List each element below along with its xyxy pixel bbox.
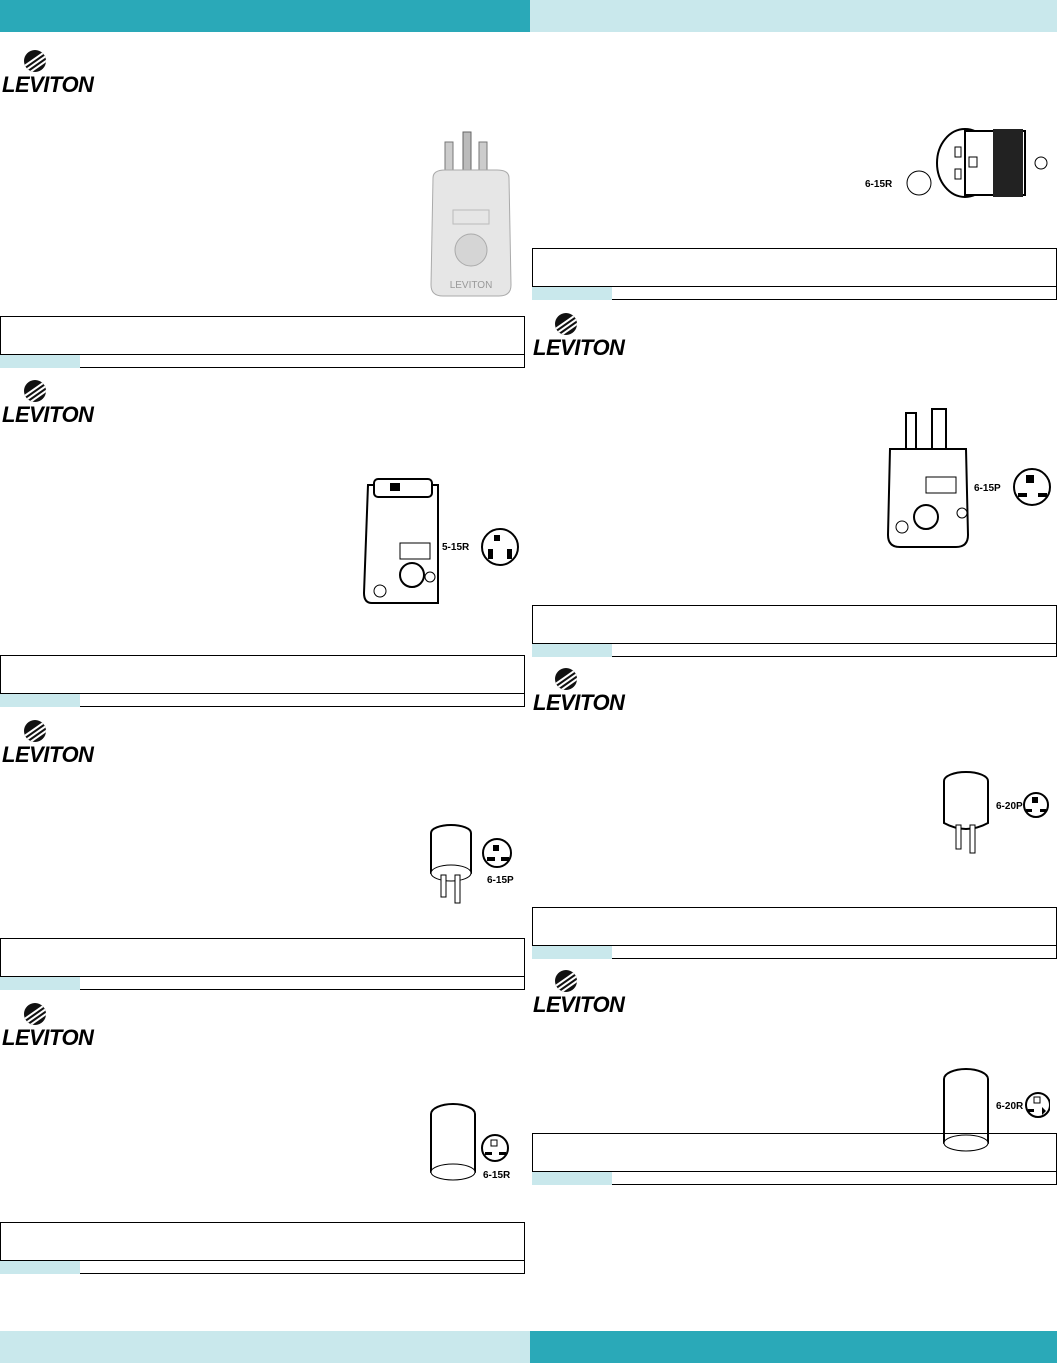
logo-mark-icon bbox=[555, 313, 577, 335]
header-band-right bbox=[530, 0, 1057, 32]
plug-hospital-grade-icon: LEVITON bbox=[430, 131, 512, 297]
svg-text:6-15R: 6-15R bbox=[483, 1170, 511, 1181]
logo-mark-icon bbox=[24, 50, 46, 72]
logo-mark-icon bbox=[555, 668, 577, 690]
svg-text:5-15R: 5-15R bbox=[442, 542, 470, 553]
leviton-logo: LEVITON bbox=[533, 668, 625, 718]
round-plug-icon: 6-20P bbox=[943, 771, 1049, 854]
round-connector-icon: 6-15R bbox=[430, 1103, 511, 1181]
spec-table bbox=[0, 1222, 525, 1274]
svg-text:6-20P: 6-20P bbox=[996, 801, 1023, 812]
svg-text:LEVITON: LEVITON bbox=[450, 280, 493, 291]
svg-text:6-15R: 6-15R bbox=[865, 179, 893, 190]
spec-table bbox=[0, 938, 525, 990]
leviton-logo: LEVITON bbox=[2, 1003, 94, 1053]
leviton-logo: LEVITON bbox=[2, 720, 94, 770]
leviton-logo: LEVITON bbox=[2, 50, 94, 100]
connector-icon: 5-15R bbox=[362, 478, 519, 604]
logo-mark-icon bbox=[24, 720, 46, 742]
logo-mark-icon bbox=[24, 380, 46, 402]
round-plug-icon: 6-15P bbox=[430, 824, 514, 904]
header-band-left bbox=[0, 0, 530, 32]
round-connector-icon: 6-20R bbox=[943, 1068, 1050, 1152]
armored-connector-icon: 6-15R bbox=[865, 128, 1048, 198]
spec-table bbox=[532, 605, 1057, 657]
leviton-logo: LEVITON bbox=[533, 313, 625, 363]
logo-mark-icon bbox=[24, 1003, 46, 1025]
leviton-logo: LEVITON bbox=[2, 380, 94, 430]
plug-icon: 6-15P bbox=[886, 408, 1051, 548]
svg-text:6-15P: 6-15P bbox=[487, 875, 514, 886]
spec-table bbox=[532, 907, 1057, 959]
spec-table bbox=[0, 316, 525, 368]
spec-table bbox=[532, 248, 1057, 300]
svg-text:6-20R: 6-20R bbox=[996, 1101, 1024, 1112]
spec-table bbox=[532, 1133, 1057, 1185]
footer-band-left bbox=[0, 1331, 530, 1363]
footer-band-right bbox=[530, 1331, 1057, 1363]
spec-table bbox=[0, 655, 525, 707]
leviton-logo: LEVITON bbox=[533, 970, 625, 1020]
svg-text:6-15P: 6-15P bbox=[974, 483, 1001, 494]
logo-mark-icon bbox=[555, 970, 577, 992]
